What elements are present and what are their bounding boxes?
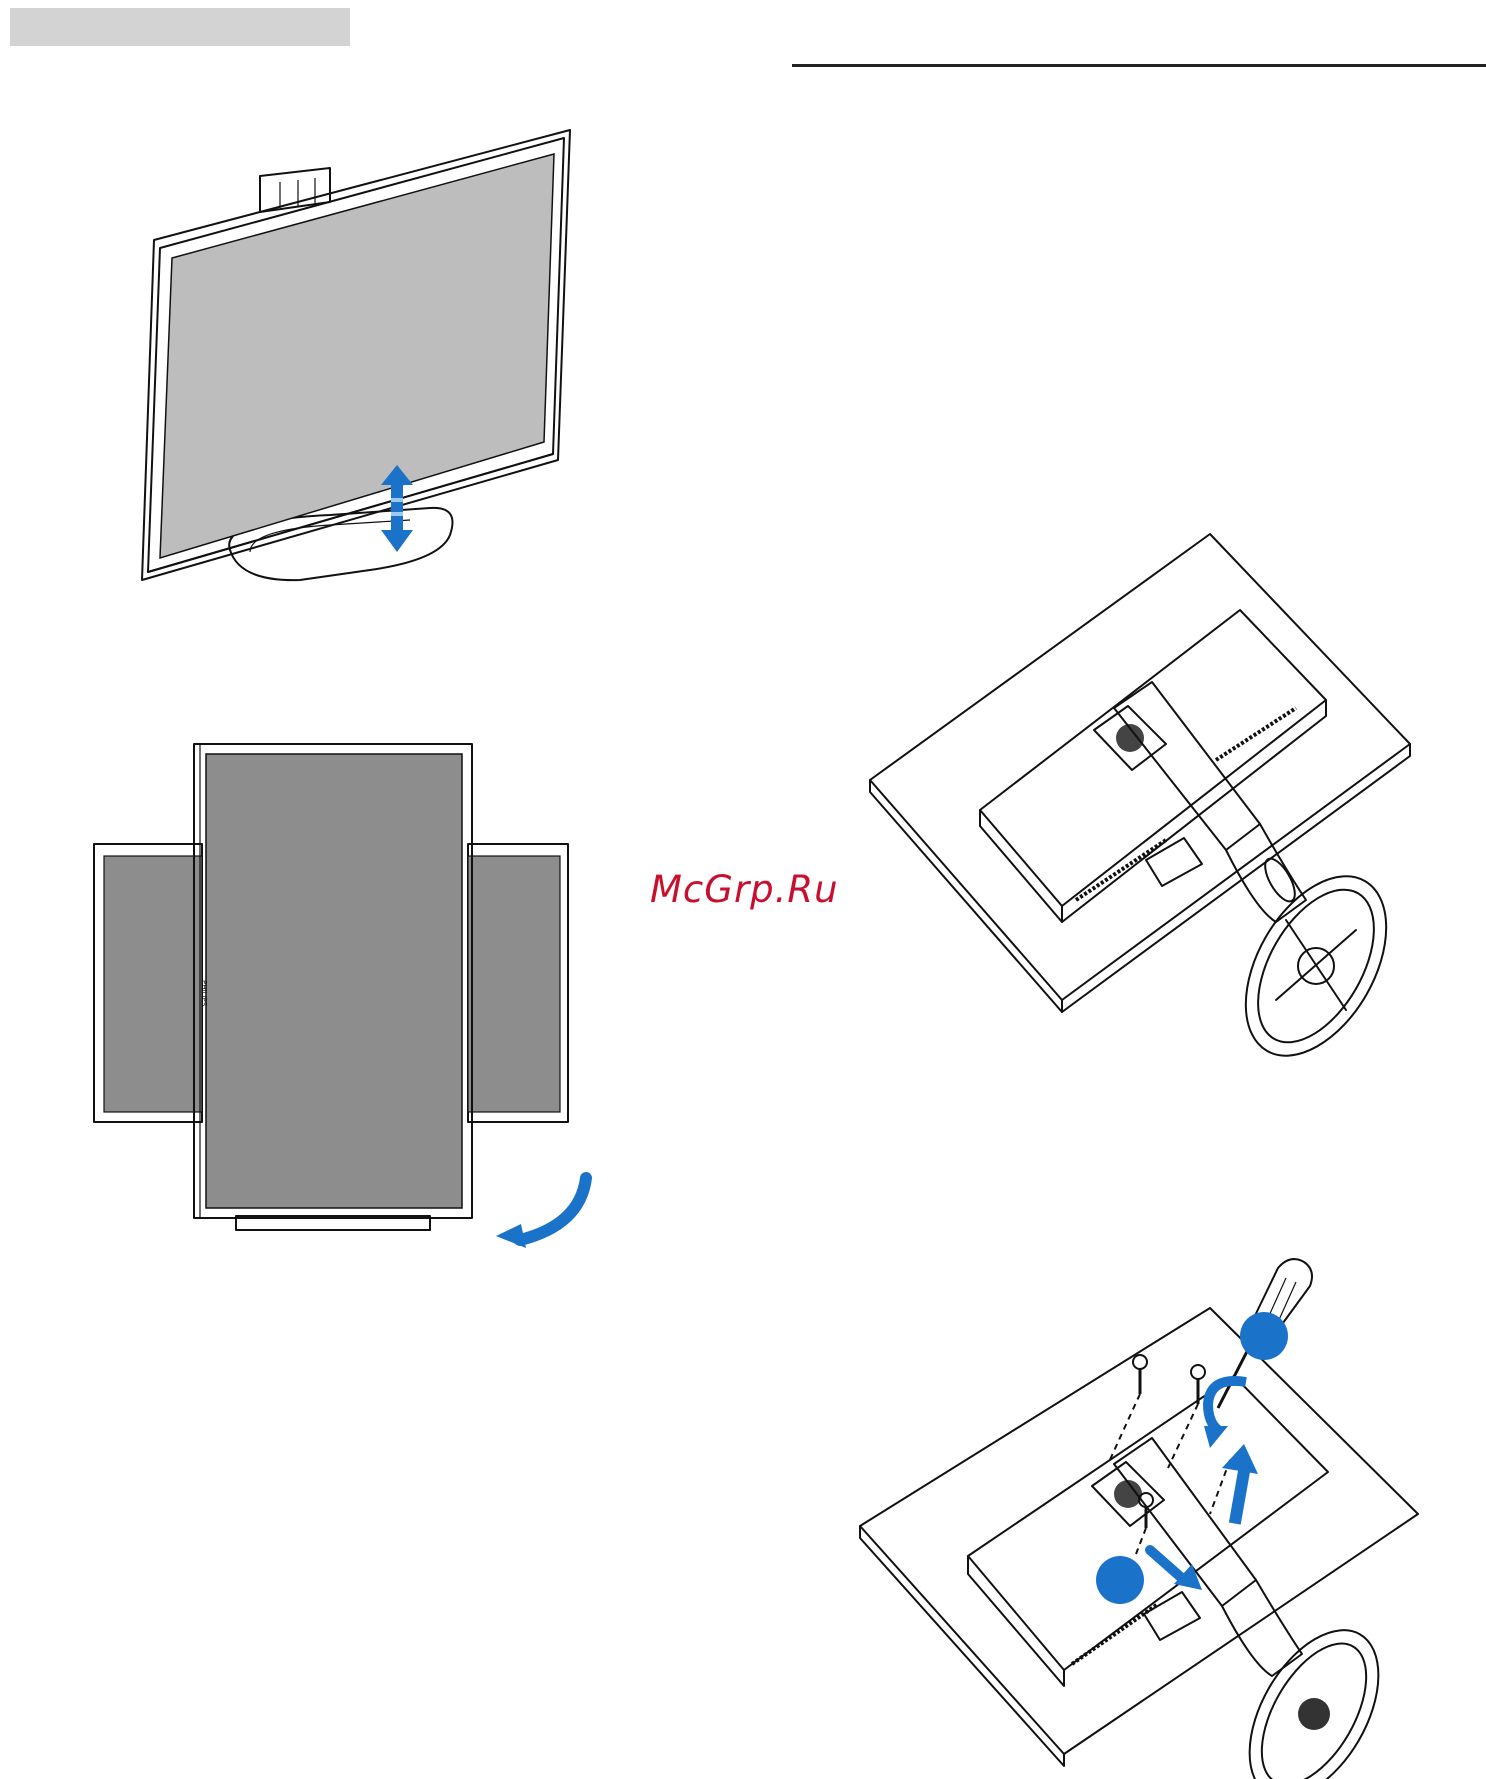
rotate-arrow-icon [496,1178,586,1248]
height-adjust-figure [130,120,590,590]
watermark: McGrp.Ru [650,868,839,911]
section-divider [792,64,1486,67]
step-1-marker [1240,1312,1288,1360]
unscrew-arrow-icon [1204,1381,1246,1448]
pivot-figure: PHILIPS [90,740,610,1250]
stand-removal-step2-figure [858,1254,1428,1774]
step-2-marker [1096,1556,1144,1604]
brand-label: PHILIPS [200,980,208,1007]
slide-arrow-icon [1150,1550,1202,1590]
lift-arrow-icon [1222,1444,1258,1525]
section-tab [10,8,350,46]
stand-removal-step1-figure [866,530,1426,1060]
